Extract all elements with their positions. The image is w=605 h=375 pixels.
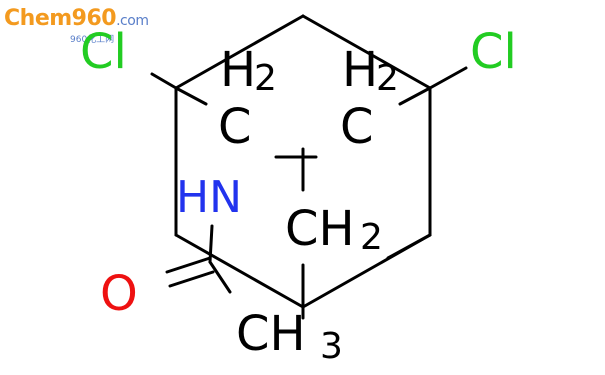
logo-subtitle: 960化工网	[70, 35, 115, 45]
ch3-label: CH	[236, 306, 306, 362]
ch2-top-left-c-label: C	[218, 99, 252, 155]
oxygen-label: O	[100, 266, 138, 322]
logo-number: 960	[71, 6, 117, 31]
ch2-top-right-h-label: H	[342, 42, 378, 98]
bond-left-to-ch2a	[174, 86, 208, 106]
bond-left-to-cl	[150, 72, 178, 90]
nh-label: HN	[176, 172, 242, 223]
bond-carbonyl-double-2	[168, 270, 215, 288]
bond-nh-to-carbonyl	[208, 224, 214, 264]
ch2-center-label: CH	[285, 201, 355, 257]
bond-carbonyl-to-base	[208, 260, 232, 294]
ch2-top-right-sub-label: 2	[376, 58, 399, 99]
logo-letter-c: C	[4, 6, 20, 31]
logo-wordmark: Chem960.com	[4, 6, 149, 31]
chem960-logo: Chem960.com 960化工网	[4, 6, 164, 50]
logo-domain: .com	[116, 13, 149, 29]
ch2-center-sub-label: 2	[360, 217, 383, 258]
bond-right-to-ch2b	[398, 86, 432, 106]
bond-right-to-cl	[428, 66, 468, 90]
bond-right-bottom-to-ch2c	[386, 233, 432, 260]
bond-lines	[150, 14, 468, 320]
ch3-sub-label: 3	[320, 326, 343, 367]
chlorine-right-label: Cl	[470, 24, 517, 80]
bond-top-to-left	[174, 14, 305, 90]
chlorine-left-label: Cl	[80, 24, 127, 80]
bond-left-bottom-to-base	[174, 233, 305, 309]
ch2-top-left-sub-label: 2	[254, 58, 277, 99]
bond-top-to-right	[301, 14, 432, 90]
ch2-top-left-h-label: H	[220, 42, 256, 98]
bond-carbonyl-double-1	[165, 256, 212, 274]
ch2-top-right-c-label: C	[340, 99, 374, 155]
logo-letters-hem: hem	[19, 6, 73, 31]
